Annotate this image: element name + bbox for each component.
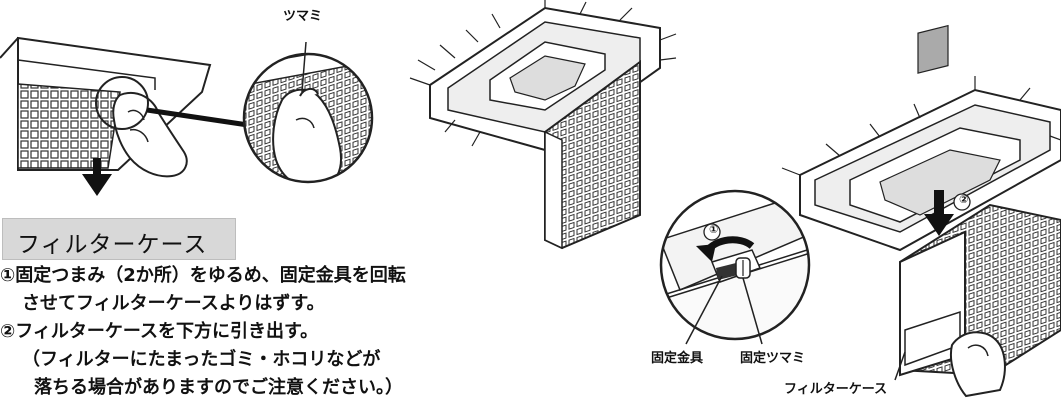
instruction-line-4: （フィルターにたまったゴミ・ホコリなどが <box>22 349 381 370</box>
instruction-line-5: 落ちる場合がありますのでご注意ください。） <box>34 377 403 398</box>
case-leader-line <box>894 351 906 381</box>
rotate-arrowhead-icon <box>696 244 716 262</box>
instruction-line-1: ①固定つまみ（2か所）をゆるめ、固定金具を回転 <box>0 265 406 286</box>
down-arrow-icon <box>82 158 112 196</box>
latch-zoom-circle <box>659 189 811 345</box>
tsumami-label: ツマミ <box>283 9 323 24</box>
tsumami-leader-line <box>301 41 307 93</box>
instruction-steps: ①固定つまみ（2か所）をゆるめ、固定金具を回転 させてフィルターケースよりはずす… <box>0 262 560 402</box>
filter-case-right <box>899 24 1061 377</box>
section-title-box: フィルターケース <box>2 218 236 260</box>
filter-case-label: フィルターケース <box>784 382 888 397</box>
down-arrow-right-icon <box>924 190 954 236</box>
marker-2: ② <box>959 193 969 206</box>
marker-2-circle <box>953 193 971 211</box>
section-title: フィルターケース <box>17 232 208 258</box>
kotei-tsumami-label: 固定ツマミ <box>740 351 806 366</box>
instruction-line-2: させてフィルターケースよりはずす。 <box>22 293 325 314</box>
kanagu-leader-line <box>685 275 723 345</box>
instruction-line-3: ②フィルターケースを下方に引き出す。 <box>0 321 319 342</box>
kotei-kanagu-label: 固定金具 <box>651 351 704 366</box>
marker-1-circle <box>703 223 721 241</box>
hanging-filter-case-middle <box>544 60 641 250</box>
ceiling-unit-middle <box>409 0 677 152</box>
hand-right-icon <box>950 331 1006 398</box>
ceiling-unit-right <box>781 76 1061 252</box>
marker-1: ① <box>709 223 719 236</box>
zoom-circle-small <box>95 76 149 130</box>
zoom-connector-line <box>146 107 249 128</box>
tsumami-right-leader-line <box>742 277 763 345</box>
magnified-view <box>242 41 374 184</box>
